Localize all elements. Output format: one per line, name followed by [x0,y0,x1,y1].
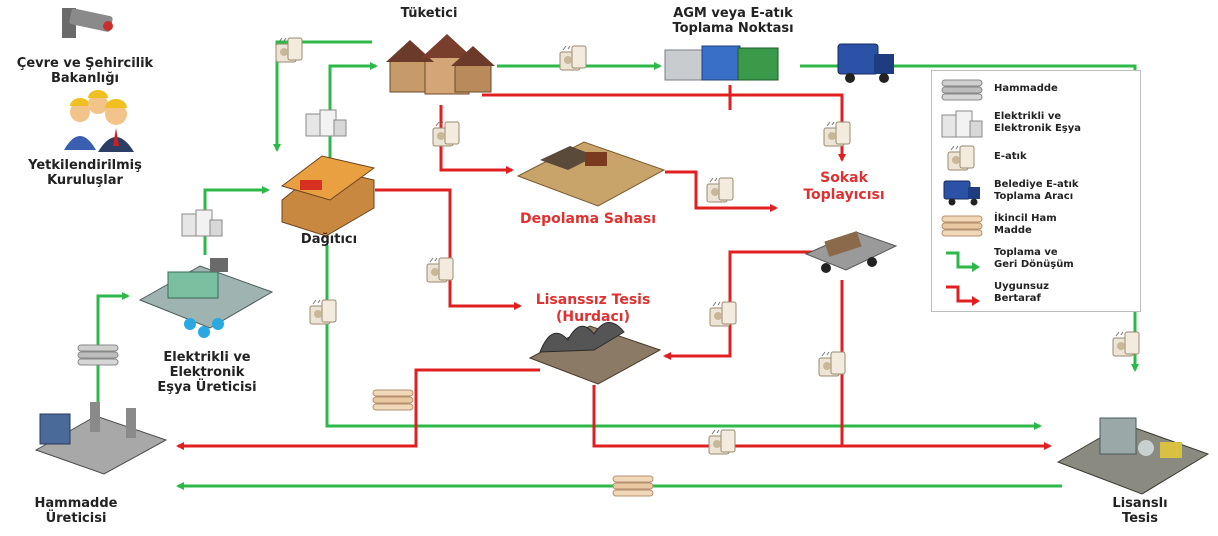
recycling-plant-icon [1056,417,1210,495]
authorized-orgs-label: Yetkilendirilmiş Kuruluşlar [28,158,142,188]
secondary-material-icon [612,475,654,497]
security-camera-icon [62,8,113,38]
street-collector-label: Sokak Toplayıcısı [803,170,885,203]
e-waste-icon [947,145,975,171]
red-arrow-icon [946,285,980,306]
e-waste-icon [706,177,734,203]
appliance-icon [181,209,223,237]
houses-icon [386,34,495,95]
flow-distributor-to-unlicensed [375,188,522,310]
eee-producer-label: Elektrikli ve Elektronik Eşya Üreticisi [157,350,257,395]
unlicensed-facility-label: Lisanssız Tesis (Hurdacı) [535,292,651,325]
e-waste-icon [823,121,851,147]
flow-street-collector-to-unlicensed [663,250,830,360]
raw-producer-label: Hammadde Üreticisi [34,496,118,526]
secondary-material-icon [372,389,414,411]
legend-item: Elektrikli ve Elektronik Eşya [932,107,1140,141]
legend-label: Hammadde [994,83,1058,94]
garbage-truck-icon [943,180,980,206]
legend-label: Elektrikli ve Elektronik Eşya [994,111,1082,134]
containers-icon [664,45,779,81]
legend-item: Belediye E-atık Toplama Aracı [932,175,1140,209]
legend-item: İkincil Ham Madde [932,209,1140,243]
legend-item: Toplama ve Geri Dönüşüm [932,243,1140,277]
garbage-truck-icon [837,43,894,83]
eee-factory-icon [138,258,274,338]
raw-material-icon [77,344,119,366]
shop-icon [280,155,376,237]
e-waste-icon [432,121,460,147]
flow-raw-producer-to-eee-producer [96,292,130,404]
e-waste-icon [426,257,454,283]
storage-site-icon [516,141,666,207]
legend-label: E-atık [994,151,1027,162]
raw-material-plant-icon [34,402,168,475]
officials-icon [64,90,134,152]
e-waste-icon [275,37,303,63]
e-waste-icon [708,429,736,455]
legend-item: Uygunsuz Bertaraf [932,277,1140,311]
appliance-icon [305,109,347,137]
legend-label: Belediye E-atık Toplama Aracı [994,179,1079,202]
flow-distributor-to-consumer [328,62,378,168]
e-waste-icon [559,45,587,71]
legend-item: Hammadde [932,73,1140,107]
pickup-truck-icon [804,231,898,273]
e-waste-icon [709,301,737,327]
legend-label: Uygunsuz Bertaraf [994,281,1049,304]
collection-point-label: AGM veya E-atık Toplama Noktası [672,6,794,36]
licensed-facility-label: Lisanslı Tesis [1112,496,1168,526]
legend-label: İkincil Ham Madde [994,213,1057,236]
green-arrow-icon [946,251,980,272]
scrapyard-icon [528,322,662,385]
flow-consumer-to-street-collector [482,93,846,162]
flow-consumer-to-storage [439,105,514,174]
legend-item: E-atık [932,141,1140,175]
raw-material-icon [941,79,983,101]
improper-flows [176,85,1052,450]
consumer-label: Tüketici [400,6,458,21]
distributor-label: Dağıtıcı [300,232,358,247]
e-waste-icon [309,299,337,325]
legend: Hammadde Elektrikli ve Elektronik Eşya E… [931,70,1141,312]
e-waste-icon [1112,331,1140,357]
flow-unlicensed-to-licensed [592,385,842,448]
ministry-label: Çevre ve Şehircilik Bakanlığı [16,56,154,86]
e-waste-icon [818,351,846,377]
appliance-icon [941,110,983,138]
secondary-material-icon [941,215,983,237]
flow-unlicensed-to-raw-producer [176,368,540,450]
flow-consumer-to-distributor [273,40,372,152]
flow-storage-to-street-collector [665,170,778,212]
storage-site-label: Depolama Sahası [520,211,656,227]
legend-label: Toplama ve Geri Dönüşüm [994,247,1074,270]
